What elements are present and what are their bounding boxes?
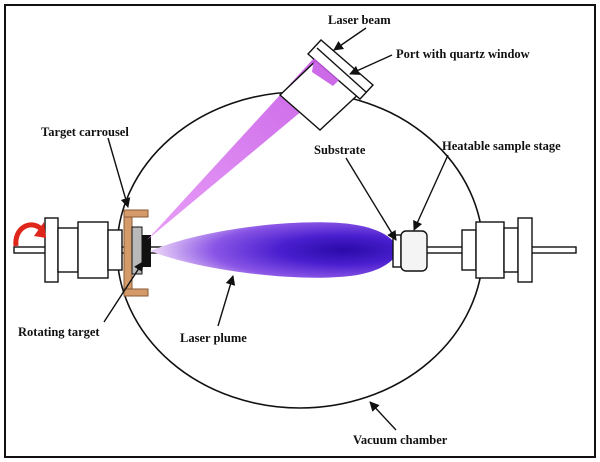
laser-plume-leader bbox=[217, 275, 236, 327]
quartz-window-port bbox=[278, 39, 375, 131]
left-feedthrough bbox=[44, 217, 123, 283]
vacuum-chamber-leader bbox=[369, 401, 397, 431]
substrate-leader bbox=[345, 157, 397, 241]
right-feedthrough bbox=[461, 217, 533, 283]
laser-plume bbox=[150, 222, 398, 278]
port-leader bbox=[349, 54, 393, 75]
laser-beam-leader bbox=[333, 27, 367, 51]
label-substrate: Substrate bbox=[314, 143, 366, 157]
heatable-stage-leader bbox=[413, 154, 449, 231]
label-port: Port with quartz window bbox=[396, 47, 530, 61]
label-vacuum-chamber: Vacuum chamber bbox=[353, 433, 448, 447]
rotating-target-leader bbox=[103, 261, 144, 323]
curved-arrow-icon bbox=[13, 222, 46, 247]
rotating-target bbox=[142, 235, 151, 267]
label-laser-beam: Laser beam bbox=[328, 13, 391, 27]
label-laser-plume: Laser plume bbox=[180, 331, 247, 345]
figure-frame bbox=[4, 4, 596, 458]
heatable-sample-stage bbox=[400, 230, 428, 272]
label-target-carrousel: Target carrousel bbox=[41, 125, 129, 139]
substrate bbox=[392, 234, 402, 268]
label-rotating-target: Rotating target bbox=[18, 325, 100, 339]
label-heatable-stage: Heatable sample stage bbox=[442, 139, 561, 153]
target-carrousel-leader bbox=[107, 137, 131, 208]
